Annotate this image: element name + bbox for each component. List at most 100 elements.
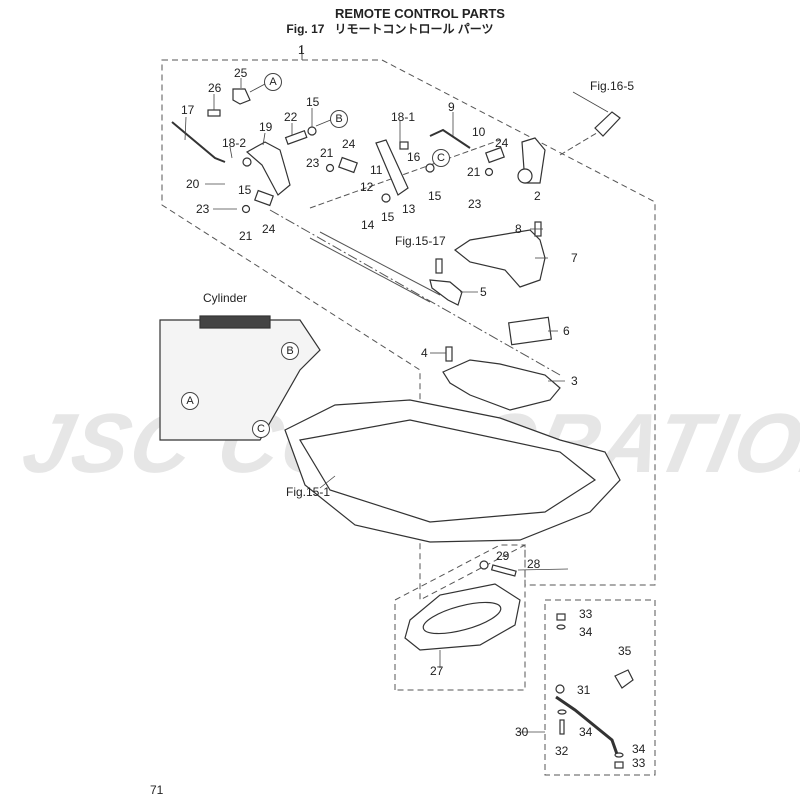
fitting-fig16-5 [594,111,621,137]
callout-1: 1 [298,43,305,57]
part-29-washer [479,560,489,570]
callout-28: 28 [527,557,541,571]
callout-2: 2 [534,189,541,203]
callout-10: 10 [472,125,486,139]
marker-b: B [330,110,348,128]
callout-27: 27 [430,664,444,678]
part-31-bushing [555,684,565,694]
callout-23-left: 23 [196,202,210,216]
part-27-grommet [404,583,521,651]
part-21-washer [484,167,494,177]
figure-number: Fig. 17 [286,22,325,36]
callout-11: 11 [370,163,383,177]
callout-19: 19 [259,120,273,134]
part-26-bolt [207,109,221,117]
callout-24-right: 24 [495,136,509,150]
part-19-lever [245,141,291,196]
part-21-washer [241,204,251,214]
part-17-rod [171,121,226,163]
part-34-washer [557,709,567,715]
part-34-washer [614,752,624,758]
part-15-washer [381,193,391,203]
part-33-nut [556,613,566,621]
part-24-joint [254,189,274,207]
callout-18-1: 18-1 [391,110,416,124]
callout-34-bottom: 34 [632,742,646,756]
part-25-bracket [232,88,251,105]
callout-13: 13 [402,202,416,216]
callout-35: 35 [618,644,632,658]
page-number: 71 [150,783,164,797]
callout-20: 20 [186,177,200,191]
marker-c: C [432,149,450,167]
ref-fig15-1: Fig.15-1 [286,485,331,499]
callout-14: 14 [361,218,375,232]
callout-23-right: 23 [468,197,482,211]
part-33-nut [614,761,624,769]
callout-22: 22 [284,110,298,124]
part-34-washer [556,624,566,630]
callout-7: 7 [571,251,578,265]
part-6-block [507,316,553,346]
part-9-rod [429,128,471,149]
part-32-bolt [559,719,565,735]
part-21-washer [325,163,335,173]
page-title: REMOTE CONTROL PARTS [335,6,505,21]
callout-25: 25 [234,66,248,80]
part-3-bracket [442,359,561,411]
marker-c-engine: C [252,420,270,438]
part-5-bracket [429,279,463,306]
marker-b-engine: B [281,342,299,360]
cowl-fig15-1 [284,399,621,543]
cylinder-block [199,315,271,329]
callout-26: 26 [208,81,222,95]
callout-17: 17 [181,103,195,117]
callout-8: 8 [515,222,522,236]
callout-24-mid: 24 [342,137,356,151]
part-15-washer [425,163,435,173]
cylinder-illustration [159,319,321,441]
callout-21-mid: 21 [320,146,334,160]
grommet-boundary [394,544,526,691]
callout-32: 32 [555,744,569,758]
callout-15-top: 15 [306,95,320,109]
callout-18-2: 18-2 [222,136,247,150]
callout-21-left: 21 [239,229,253,243]
marker-a-engine: A [181,392,199,410]
part-24-joint [338,156,358,174]
part-22-pin [284,129,308,145]
callout-9: 9 [448,100,455,114]
part-18-1-clip [399,141,409,150]
ref-fig15-17: Fig.15-17 [395,234,446,248]
part-7-cover [453,229,546,288]
marker-a: A [264,73,282,91]
callout-24-left: 24 [262,222,276,236]
part-2-boss [517,168,533,184]
callout-16: 16 [407,150,421,164]
callout-34-mid: 34 [579,725,593,739]
callout-3: 3 [571,374,578,388]
callout-23-mid: 23 [306,156,320,170]
callout-33-bottom: 33 [632,756,646,770]
ref-cylinder: Cylinder [203,291,248,305]
callout-6: 6 [563,324,570,338]
callout-15-bottom: 15 [381,210,395,224]
part-13-lever [375,139,409,196]
figure-title: Fig. 17 リモートコントロール パーツ [0,20,790,37]
ref-fig16-5: Fig.16-5 [590,79,635,93]
callout-33-top: 33 [579,607,593,621]
callout-30: 30 [515,725,529,739]
callout-4: 4 [421,346,428,360]
part-30-link-rod [555,695,620,758]
bolt-fig15-17 [435,258,443,274]
link-rod-boundary [544,599,656,776]
part-35-cap [614,669,634,689]
part-15-washer [307,126,317,136]
callout-15-right: 15 [428,189,442,203]
callout-15-left: 15 [238,183,252,197]
part-4-bolt [445,346,453,362]
figure-title-jp: リモートコントロール パーツ [334,22,494,36]
callout-31: 31 [577,683,591,697]
callout-29: 29 [496,549,510,563]
